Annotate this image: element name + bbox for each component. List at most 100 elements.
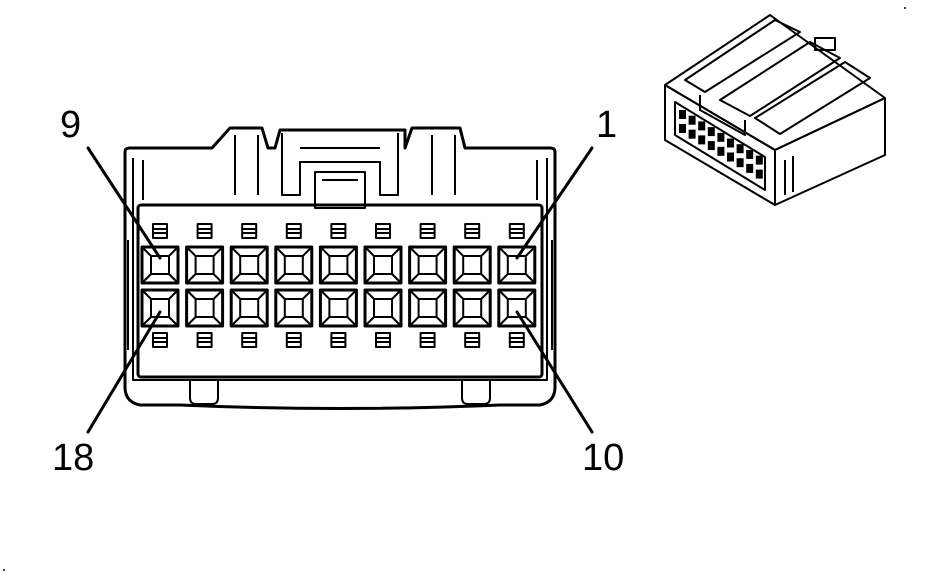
leader-line-pin-18 bbox=[86, 310, 162, 434]
cavity-bevel bbox=[453, 316, 464, 327]
cavity bbox=[229, 288, 269, 328]
iso-latch-tab bbox=[814, 37, 836, 51]
iso-cavity bbox=[679, 124, 686, 133]
cavity-bevel bbox=[346, 246, 358, 257]
cavity-bevel bbox=[275, 316, 286, 327]
cavity-bevel bbox=[302, 246, 313, 257]
terminal-lock-tab bbox=[375, 223, 391, 239]
cavity-bevel bbox=[525, 316, 536, 327]
cavity-bevel bbox=[230, 246, 241, 257]
cavity bbox=[408, 288, 448, 328]
cavity-bevel bbox=[391, 273, 402, 284]
cavity-bevel bbox=[185, 246, 197, 257]
cavity bbox=[318, 288, 358, 328]
iso-cavity bbox=[698, 121, 706, 131]
cavity-bevel bbox=[391, 316, 402, 327]
connector-foot-left bbox=[189, 380, 219, 405]
cavity-bevel bbox=[185, 316, 197, 327]
terminal-lock-tab bbox=[419, 332, 436, 348]
terminal-lock-tab bbox=[285, 332, 302, 348]
iso-top-ridge bbox=[754, 61, 871, 135]
iso-cavity bbox=[746, 149, 754, 159]
cavity bbox=[274, 288, 314, 328]
terminal-lock-tab bbox=[152, 223, 168, 239]
cavity-bevel bbox=[319, 316, 331, 327]
iso-latch bbox=[699, 95, 746, 136]
cavity-bevel bbox=[480, 246, 491, 257]
iso-cavity bbox=[736, 144, 744, 154]
cavity-bevel bbox=[480, 316, 491, 327]
terminal-lock-tab bbox=[196, 223, 213, 239]
cavity bbox=[318, 245, 358, 285]
iso-cavity bbox=[727, 138, 734, 148]
iso-cavity-grid bbox=[679, 110, 763, 179]
cavity-bevel bbox=[364, 289, 375, 300]
iso-cavity bbox=[688, 115, 696, 125]
terminal-lock-tab bbox=[464, 223, 481, 239]
connector-latch bbox=[281, 133, 399, 196]
cavity-bevel bbox=[435, 316, 447, 327]
cavity-bevel bbox=[435, 289, 447, 300]
iso-cavity bbox=[755, 169, 763, 179]
terminal-lock-tab bbox=[464, 332, 481, 348]
pin-leader-lines bbox=[86, 146, 594, 434]
cavity-bevel bbox=[408, 273, 420, 284]
cavity bbox=[140, 245, 180, 285]
leader-line-pin-1 bbox=[515, 146, 594, 260]
leader-line-pin-10 bbox=[515, 310, 594, 434]
connector-latch-inner bbox=[314, 171, 366, 209]
cavity-bevel bbox=[498, 273, 509, 284]
cavity-bevel bbox=[525, 246, 536, 257]
iso-cavity bbox=[746, 163, 754, 173]
cavity-opening bbox=[328, 298, 349, 318]
iso-side-face bbox=[774, 97, 886, 206]
cavity-bevel bbox=[435, 273, 447, 284]
cavity-bevel bbox=[364, 246, 375, 257]
iso-cavity bbox=[755, 155, 763, 165]
cavity-bevel bbox=[168, 246, 179, 257]
cavity-bevel bbox=[185, 273, 197, 284]
cavity bbox=[185, 288, 225, 328]
cavity-block bbox=[136, 203, 544, 379]
cavity-bevel bbox=[364, 316, 375, 327]
iso-cavity bbox=[736, 158, 744, 168]
terminal-lock-tab bbox=[375, 332, 391, 348]
cavity-bevel bbox=[141, 316, 152, 327]
cavity-opening bbox=[239, 298, 260, 318]
cavity-bevel bbox=[435, 246, 447, 257]
cavity bbox=[497, 288, 537, 328]
terminal-lock-tab bbox=[330, 332, 347, 348]
cavity-opening bbox=[283, 255, 304, 275]
cavity-grid bbox=[140, 223, 537, 348]
cavity-bevel bbox=[257, 273, 268, 284]
connector-isometric-view bbox=[664, 14, 886, 206]
connector-face-view bbox=[123, 126, 557, 410]
cavity-bevel bbox=[408, 316, 420, 327]
cavity-bevel bbox=[480, 289, 491, 300]
cavity-bevel bbox=[257, 316, 268, 327]
cavity-bevel bbox=[453, 273, 464, 284]
cavity bbox=[452, 288, 492, 328]
cavity-bevel bbox=[141, 246, 152, 257]
cavity-opening bbox=[462, 255, 483, 275]
cavity-bevel bbox=[141, 273, 152, 284]
terminal-lock-tab bbox=[508, 223, 525, 239]
terminal-lock-tab bbox=[419, 223, 436, 239]
cavity-opening bbox=[194, 298, 215, 318]
cavity-bevel bbox=[168, 273, 179, 284]
terminal-lock-tab bbox=[196, 332, 213, 348]
cavity-bevel bbox=[408, 246, 420, 257]
cavity bbox=[452, 245, 492, 285]
cavity bbox=[363, 245, 403, 285]
connector-foot-right bbox=[461, 380, 491, 405]
terminal-lock-tab bbox=[241, 332, 258, 348]
scan-mark bbox=[904, 7, 906, 9]
cavity-bevel bbox=[525, 289, 536, 300]
cavity-bevel bbox=[275, 246, 286, 257]
pin-label-1: 1 bbox=[596, 104, 617, 146]
terminal-lock-tab bbox=[508, 332, 525, 348]
iso-cavity bbox=[727, 152, 734, 162]
cavity-opening bbox=[283, 298, 304, 318]
cavity-opening bbox=[150, 298, 170, 318]
